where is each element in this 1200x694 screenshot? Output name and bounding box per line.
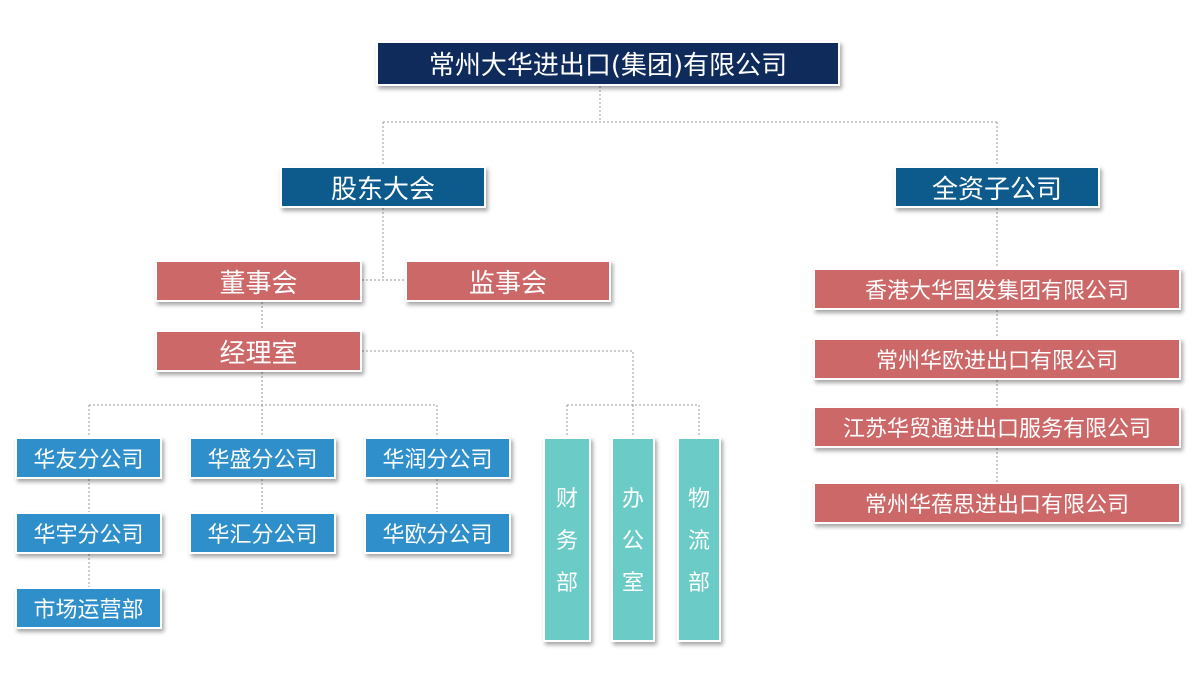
connector <box>566 404 700 437</box>
general-office-box: 办 公 室 <box>611 437 655 642</box>
manager-office-label: 经理室 <box>219 338 298 369</box>
subsidiary-huabeisi-box: 常州华蓓思进出口有限公司 <box>813 482 1181 524</box>
finance-department-box: 财 务 部 <box>543 437 591 642</box>
supervisory-board-box: 监事会 <box>405 260 611 302</box>
market-operations-label: 市场运营部 <box>33 598 144 623</box>
branch-huarun-box: 华润分公司 <box>364 437 511 479</box>
finance-department-char: 务 <box>555 529 578 554</box>
connector <box>362 350 634 405</box>
subsidiary-huamaotong-box: 江苏华贸通进出口服务有限公司 <box>813 406 1181 448</box>
supervisory-board-label: 监事会 <box>468 268 547 299</box>
branch-huahui-box: 华汇分公司 <box>189 512 336 554</box>
branch-huasheng-box: 华盛分公司 <box>189 437 336 479</box>
subsidiary-hk-box: 香港大华国发集团有限公司 <box>813 268 1181 310</box>
logistics-department-char: 部 <box>687 571 710 596</box>
branch-huaou-box: 华欧分公司 <box>364 512 511 554</box>
branch-huayou-label: 华友分公司 <box>33 448 144 473</box>
wholly-owned-subsidiaries-label: 全资子公司 <box>931 174 1062 205</box>
branch-huarun-label: 华润分公司 <box>382 448 493 473</box>
subsidiary-huamaotong-label: 江苏华贸通进出口服务有限公司 <box>842 417 1151 442</box>
subsidiary-huaou-box: 常州华欧进出口有限公司 <box>813 338 1181 380</box>
company-title-box: 常州大华进出口(集团)有限公司 <box>376 41 840 86</box>
shareholders-meeting-box: 股东大会 <box>280 166 486 208</box>
subsidiary-huaou-label: 常州华欧进出口有限公司 <box>875 349 1118 374</box>
branch-huayou-box: 华友分公司 <box>15 437 162 479</box>
logistics-department-box: 物 流 部 <box>677 437 721 642</box>
general-office-char: 公 <box>621 529 644 554</box>
subsidiary-hk-label: 香港大华国发集团有限公司 <box>864 279 1129 304</box>
logistics-department-char: 物 <box>687 487 710 512</box>
connector <box>362 208 405 281</box>
market-operations-box: 市场运营部 <box>15 587 162 629</box>
shareholders-meeting-label: 股东大会 <box>330 174 435 205</box>
general-office-char: 办 <box>621 487 644 512</box>
branch-huahui-label: 华汇分公司 <box>207 523 318 548</box>
connector <box>382 86 998 166</box>
finance-department-char: 部 <box>555 571 578 596</box>
connector <box>88 372 438 437</box>
branch-huayu-box: 华宇分公司 <box>15 512 162 554</box>
manager-office-box: 经理室 <box>155 330 362 372</box>
wholly-owned-subsidiaries-box: 全资子公司 <box>894 166 1100 208</box>
subsidiary-huabeisi-label: 常州华蓓思进出口有限公司 <box>864 493 1129 518</box>
company-title: 常州大华进出口(集团)有限公司 <box>428 51 788 81</box>
finance-department-char: 财 <box>555 487 578 512</box>
general-office-char: 室 <box>621 571 644 596</box>
branch-huaou-label: 华欧分公司 <box>382 523 493 548</box>
logistics-department-char: 流 <box>687 529 710 554</box>
board-of-directors-label: 董事会 <box>219 268 298 299</box>
board-of-directors-box: 董事会 <box>155 260 362 302</box>
branch-huasheng-label: 华盛分公司 <box>207 448 318 473</box>
branch-huayu-label: 华宇分公司 <box>33 523 144 548</box>
